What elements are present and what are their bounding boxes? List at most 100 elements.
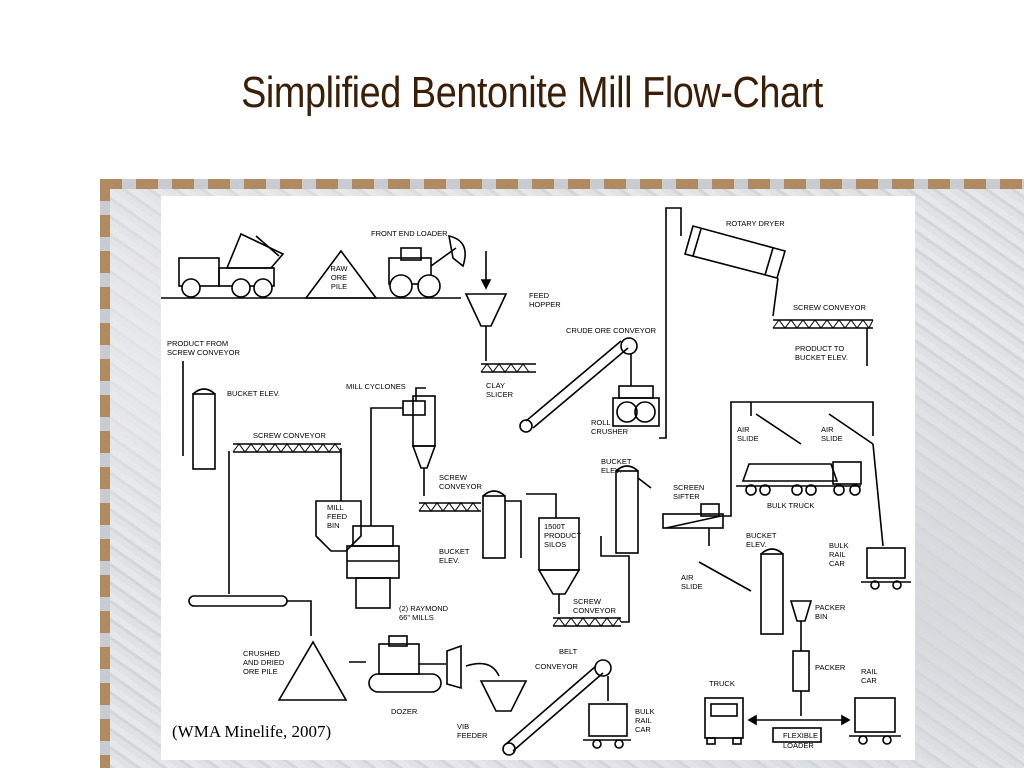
- product-from-screw-line1: PRODUCT FROM: [167, 339, 228, 348]
- airslide-to-railcar: [872, 443, 884, 547]
- mill-feed-bin-line3: BIN: [327, 521, 340, 530]
- dozer-label: DOZER: [391, 707, 418, 716]
- belt-conveyor-line1: BELT: [559, 647, 578, 656]
- packer-bin-line1: PACKER: [815, 603, 846, 612]
- raw-ore-pile-line3: PILE: [331, 282, 347, 291]
- product-silos-icon: [526, 493, 581, 595]
- crude-ore-conveyor-label: CRUDE ORE CONVEYOR: [566, 326, 657, 335]
- screw-conveyor-top-icon: [772, 319, 874, 329]
- screen-sifter-icon: [662, 503, 724, 529]
- mill-feed-bin-line1: MILL: [327, 503, 344, 512]
- vib-feeder-line1: VIB: [457, 722, 469, 731]
- air-slide-3-line2: SLIDE: [681, 582, 703, 591]
- rail-car-icon: [849, 697, 901, 745]
- feed-hopper-line1: FEED: [529, 291, 550, 300]
- slide-title: Simplified Bentonite Mill Flow-Chart: [241, 68, 823, 117]
- flexible-loader-icon: [747, 714, 851, 743]
- air-slide-2-line1: AIR: [821, 425, 834, 434]
- arrowhead: [480, 279, 492, 290]
- bulk-rail-car-bottom-line3: CAR: [635, 725, 651, 734]
- bulk-rail-car-right-icon: [861, 547, 911, 590]
- bucket-elev-mid-icon: [482, 490, 522, 559]
- screw-conveyor-lower-line2: CONVEYOR: [573, 606, 617, 615]
- crushed-ore-pile-line3: ORE PILE: [243, 667, 278, 676]
- belt-conveyor-line2: CONVEYOR: [535, 662, 579, 671]
- rotary-dryer-label: ROTARY DRYER: [726, 219, 785, 228]
- bucket-elev-upper-icon: [615, 465, 652, 554]
- belt-to-pile-icon: [188, 595, 312, 636]
- source-caption: (WMA Minelife, 2007): [172, 722, 332, 741]
- sifter-to-airslide: [719, 401, 801, 517]
- rail-car-line1: RAIL: [861, 667, 878, 676]
- mill-cyclones-label: MILL CYCLONES: [346, 382, 406, 391]
- airslide-top-line: [801, 401, 874, 436]
- bulk-rail-car-bottom-line1: BULK: [635, 707, 655, 716]
- feed-hopper-line2: HOPPER: [529, 300, 561, 309]
- bulk-rail-car-right-line1: BULK: [829, 541, 849, 550]
- clay-slicer-line2: SLICER: [486, 390, 514, 399]
- dozer-icon: [368, 635, 462, 693]
- product-to-bucket-elev-line2: BUCKET ELEV.: [795, 353, 848, 362]
- raymond-mills-line1: (2) RAYMOND: [399, 604, 449, 613]
- dump-truck-icon: [178, 232, 285, 298]
- rotary-dryer-icon: [684, 225, 786, 279]
- truck-label: TRUCK: [709, 679, 735, 688]
- bucket-elev-upper-line1: BUCKET: [601, 457, 632, 466]
- air-slide-1-line1: AIR: [737, 425, 750, 434]
- bucket-elev-left-icon: [192, 388, 216, 470]
- top-dashed-border: [100, 179, 1024, 189]
- bulk-rail-car-right-line2: RAIL: [829, 550, 846, 559]
- product-from-screw-line2: SCREW CONVEYOR: [167, 348, 241, 357]
- front-end-loader-label: FRONT END LOADER: [371, 229, 448, 238]
- roll-crusher-icon: [612, 385, 660, 427]
- product-silos-line1: 1500T: [544, 522, 566, 531]
- bulk-rail-car-bottom-icon: [583, 703, 631, 749]
- mill-feed-bin-icon: [315, 500, 362, 552]
- packer-bin-line2: BIN: [815, 612, 828, 621]
- screw-conveyor-mid-line1: SCREW: [439, 473, 468, 482]
- bucket-elev-right-line1: BUCKET: [746, 531, 777, 540]
- air-slide-1-line2: SLIDE: [737, 434, 759, 443]
- air-slide-2-line2: SLIDE: [821, 434, 843, 443]
- bucket-elev-mid-line2: ELEV.: [439, 556, 460, 565]
- screen-sifter-line2: SIFTER: [673, 492, 700, 501]
- mill-feed-bin-line2: FEED: [327, 512, 348, 521]
- clay-slicer-line1: CLAY: [486, 381, 505, 390]
- raymond-mills-icon: [346, 525, 400, 609]
- crusher-to-dryer-line: [659, 207, 682, 439]
- raymond-mills-line2: 66" MILLS: [399, 613, 434, 622]
- screw-conveyor-lower-icon: [552, 536, 630, 627]
- vib-feeder-line2: FEEDER: [457, 731, 488, 740]
- bulk-rail-car-bottom-line2: RAIL: [635, 716, 652, 725]
- bucket-elev-right-line2: ELEV.: [746, 540, 767, 549]
- truck-icon: [704, 697, 744, 745]
- product-to-bucket-elev-line1: PRODUCT TO: [795, 344, 844, 353]
- product-silos-line3: SILOS: [544, 540, 566, 549]
- air-slide-3-line1: AIR: [681, 573, 694, 582]
- air-slide-2-icon: [828, 413, 874, 445]
- dozer-to-feeder-arrow: [465, 662, 500, 677]
- bulk-rail-car-right-line3: CAR: [829, 559, 845, 568]
- rail-car-line2: CAR: [861, 676, 877, 685]
- bucket-elev-left-label: BUCKET ELEV.: [227, 389, 280, 398]
- raw-ore-pile-line1: RAW: [330, 264, 348, 273]
- front-end-loader-icon: [388, 234, 466, 298]
- packer-label: PACKER: [815, 663, 846, 672]
- clay-slicer-icon: [480, 363, 536, 373]
- packer-bin-icon: [789, 600, 813, 622]
- screw-conveyor-top-label: SCREW CONVEYOR: [793, 303, 867, 312]
- roll-crusher-line2: CRUSHER: [591, 427, 629, 436]
- bucket-elev-upper-line2: ELEV.: [601, 466, 622, 475]
- bulk-truck-icon: [736, 461, 862, 496]
- air-slide-1-icon: [755, 413, 802, 445]
- mill-cyclones-icon: [370, 387, 437, 526]
- dryer-down-line: [772, 277, 779, 317]
- screen-sifter-line1: SCREEN: [673, 483, 704, 492]
- crushed-ore-pile-line2: AND DRIED: [243, 658, 285, 667]
- screw-conveyor-lower-line1: SCREW: [573, 597, 602, 606]
- raw-ore-pile-icon: [304, 249, 378, 299]
- roll-crusher-line1: ROLL: [591, 418, 611, 427]
- screw-conveyor-left-icon: [232, 443, 342, 453]
- flexible-loader-line2: LOADER: [783, 741, 814, 750]
- screw-conveyor-mid-line2: CONVEYOR: [439, 482, 483, 491]
